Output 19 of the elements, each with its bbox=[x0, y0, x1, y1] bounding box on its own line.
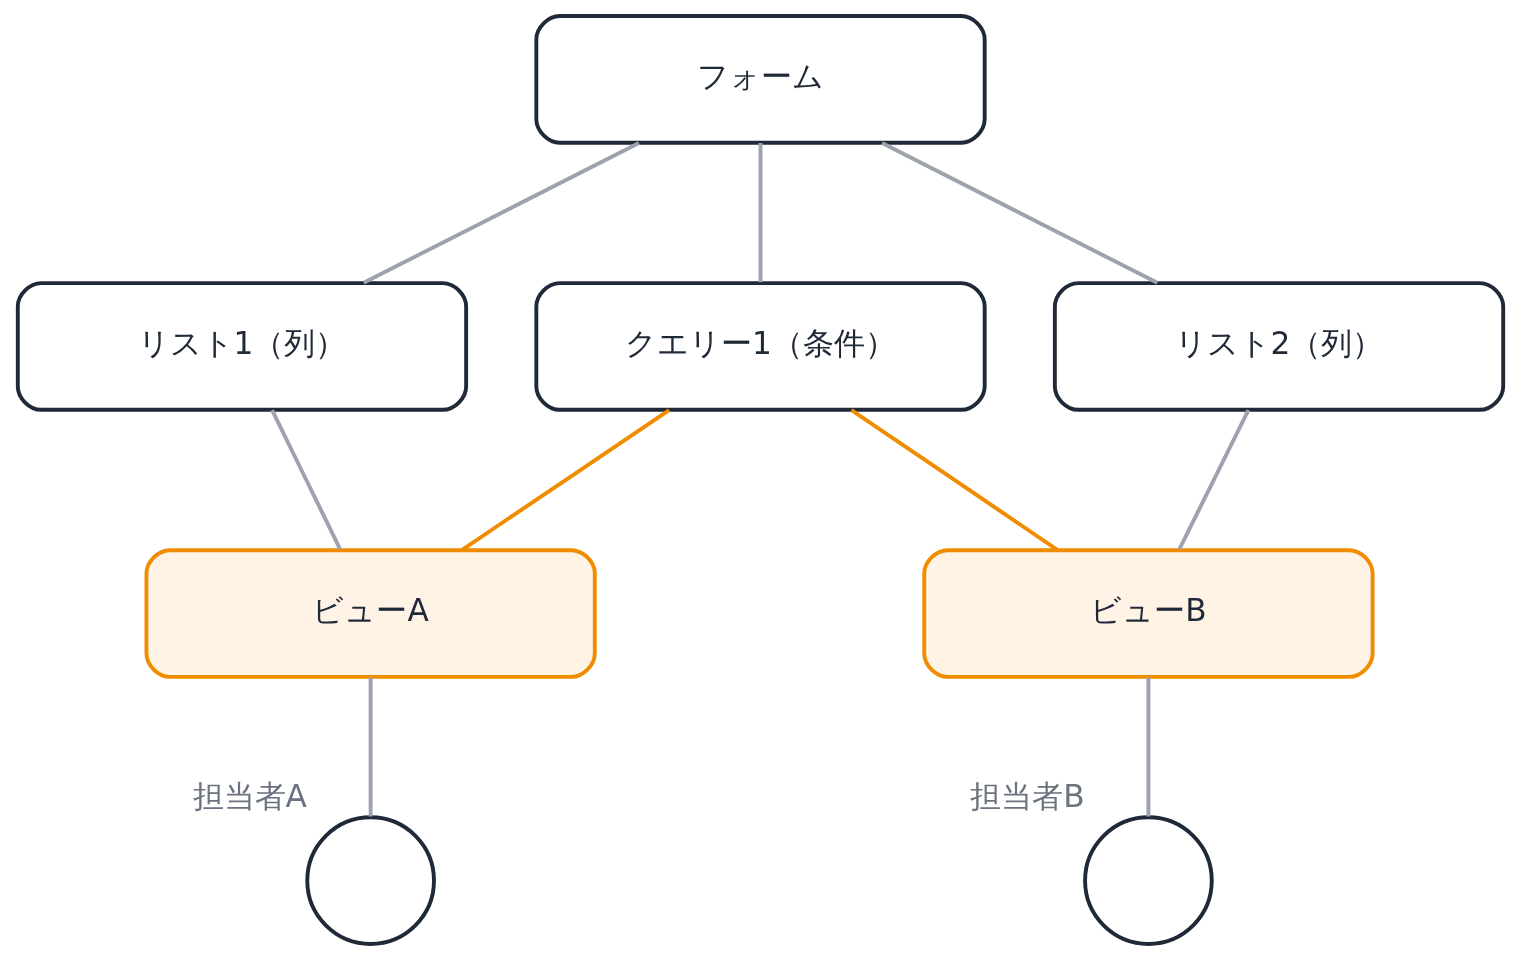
node-box: ビューB bbox=[921, 548, 1375, 679]
node-person bbox=[304, 815, 436, 946]
connector bbox=[1177, 409, 1250, 551]
connector bbox=[758, 143, 762, 283]
node-box: ビューA bbox=[144, 548, 597, 679]
node-label: 担当者A bbox=[192, 778, 307, 815]
connector bbox=[849, 408, 1058, 552]
node-person bbox=[1082, 815, 1214, 946]
node-label: 担当者B bbox=[969, 778, 1085, 815]
node-box: リスト1（列） bbox=[15, 281, 468, 412]
node-box: フォーム bbox=[533, 14, 987, 145]
connector bbox=[269, 409, 342, 551]
connector bbox=[880, 141, 1158, 285]
connector bbox=[460, 408, 670, 552]
node-box: リスト2（列） bbox=[1052, 281, 1505, 412]
connector bbox=[1145, 677, 1150, 817]
connector bbox=[368, 677, 373, 817]
connector bbox=[362, 141, 640, 285]
node-box: クエリー1（条件） bbox=[533, 281, 987, 412]
